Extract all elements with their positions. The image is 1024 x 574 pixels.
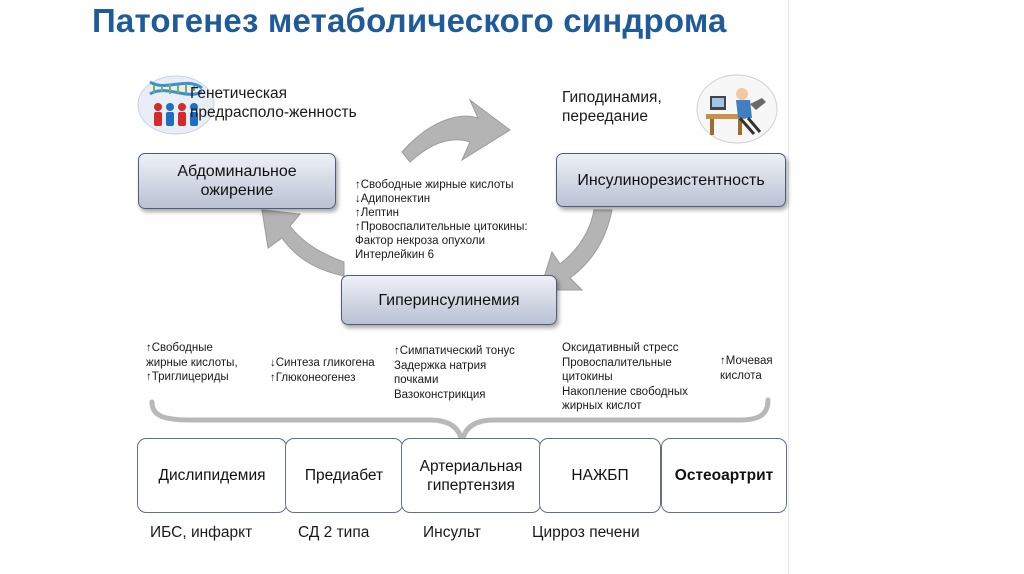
- outcome-diabetes: СД 2 типа: [298, 524, 370, 541]
- disease-hypertension: Артериальная гипертензия: [401, 438, 541, 513]
- effect-osteoarthritis: ↑Мочевая кислота: [720, 355, 773, 382]
- abdominal-obesity-box: Абдоминальное ожирение: [138, 153, 336, 209]
- hypodynamia-text: Гиподинамия, переедание: [562, 89, 662, 125]
- right-rule: [788, 0, 789, 574]
- page-title: Патогенез метаболического синдрома: [92, 2, 727, 39]
- outcome-stroke: Инсульт: [423, 524, 481, 541]
- arrow-to-abdominal: [261, 209, 345, 277]
- disease-dyslipidemia: Дислипидемия: [137, 438, 287, 513]
- effect-prediabetes: ↓Синтеза гликогена ↑Глюконеогенез: [270, 357, 375, 384]
- outcome-cirrhosis: Цирроз печени: [532, 524, 640, 541]
- outcome-ihd: ИБС, инфаркт: [150, 524, 253, 541]
- arrow-to-insulin-resistance: [401, 98, 511, 163]
- hyperinsulinemia-box: Гиперинсулинемия: [341, 275, 557, 325]
- disease-osteoarthritis: Остеоартрит: [661, 438, 787, 513]
- insulin-resistance-box: Инсулинорезистентность: [556, 153, 786, 207]
- dna-people-icon: [137, 75, 215, 135]
- genetic-predisposition-text: Генетическая предрасполо-женность: [190, 85, 357, 121]
- adipose-factors-list: ↑Свободные жирные кислоты ↓Адипонектин ↑…: [355, 179, 528, 261]
- effect-hypertension: ↑Симпатический тонус Задержка натрия поч…: [394, 345, 515, 401]
- disease-prediabetes: Предиабет: [285, 438, 403, 513]
- desk-person-icon: [696, 74, 778, 144]
- effect-dyslipidemia: ↑Свободные жирные кислоты, ↑Триглицериды: [146, 342, 238, 383]
- disease-nafld: НАЖБП: [539, 438, 661, 513]
- effect-nafld: Оксидативный стресс Провоспалительные ци…: [562, 342, 688, 412]
